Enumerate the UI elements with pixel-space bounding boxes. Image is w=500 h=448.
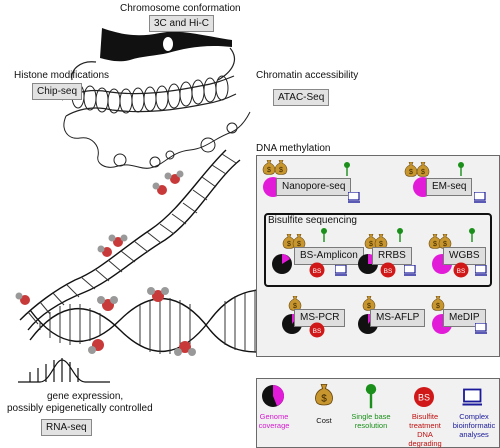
moneybag-icon [314, 384, 334, 406]
pin-icon [365, 384, 377, 410]
dna-double-helix [19, 149, 241, 331]
method-box-bs-amplicon: BS-Amplicon [294, 247, 364, 265]
bisulfite-badge-icon: BS [453, 262, 469, 278]
chromatin-coil-upper [61, 47, 237, 117]
method-box-medip: MeDIP [443, 309, 486, 327]
method-box-ms-aflp: MS-AFLP [370, 309, 426, 327]
computer-icon [475, 323, 488, 334]
computer-icon [462, 388, 484, 406]
computer-icon [475, 265, 488, 276]
legend-cost-text: Cost [316, 416, 332, 425]
histone-method-box: Chip-seq [32, 83, 83, 100]
svg-text:BS: BS [384, 268, 393, 275]
computer-icon [404, 265, 417, 276]
dna-methylation-title: DNA methylation [256, 143, 331, 154]
bisulfite-badge-icon: BS [380, 262, 396, 278]
pin-icon [344, 162, 351, 177]
rna-method-box: RNA-seq [41, 419, 92, 436]
dna-lower-base-pairs [39, 290, 256, 354]
chromosome-shape [100, 28, 232, 62]
computer-icon [474, 192, 487, 203]
method-box-em: EM-seq [426, 178, 473, 196]
pin-icon [458, 162, 465, 177]
computer-icon [335, 265, 348, 276]
dna-lower-helix [29, 289, 259, 353]
chromatin-coil-loops [71, 75, 229, 114]
gene-expression-label-2: possibly epigenetically controlled [7, 403, 153, 414]
gene-expression-label-1: gene expression, [47, 391, 124, 402]
pin-icon [321, 228, 328, 243]
bisulfite-badge-icon: BS [309, 322, 325, 338]
loose-chromatin-strand [63, 111, 251, 169]
chromatin-accessibility-label: Chromatin accessibility [256, 70, 359, 81]
svg-text:BS: BS [457, 268, 466, 275]
histone-modifications-label: Histone modifications [14, 70, 110, 81]
moneybag-icon [416, 162, 430, 177]
dna-base-pairs [27, 153, 237, 325]
methyl-groups [15, 170, 196, 356]
bisulfite-sequencing-title: Bisulfite sequencing [268, 215, 357, 226]
svg-text:BS: BS [418, 393, 430, 403]
chromatin-dna-illustration [15, 28, 259, 383]
bisulfite-badge-icon: BS [414, 387, 434, 407]
svg-text:BS: BS [313, 268, 322, 275]
bisulfite-badge-icon: BS [309, 262, 325, 278]
chromosome-method-box: 3C and Hi-C [149, 15, 215, 32]
computer-icon [348, 192, 361, 203]
method-box-nanopore: Nanopore-seq [276, 178, 352, 196]
coverage-pie-icon [272, 254, 292, 274]
moneybag-icon [274, 160, 288, 175]
coverage-pie-icon [262, 385, 284, 407]
gene-expression-curve [18, 358, 110, 383]
chromatin-method-box: ATAC-Seq [273, 89, 330, 106]
pin-icon [397, 228, 404, 243]
chromosome-conformation-label: Chromosome conformation [120, 3, 241, 14]
pin-icon [469, 228, 476, 243]
svg-text:BS: BS [313, 328, 322, 335]
